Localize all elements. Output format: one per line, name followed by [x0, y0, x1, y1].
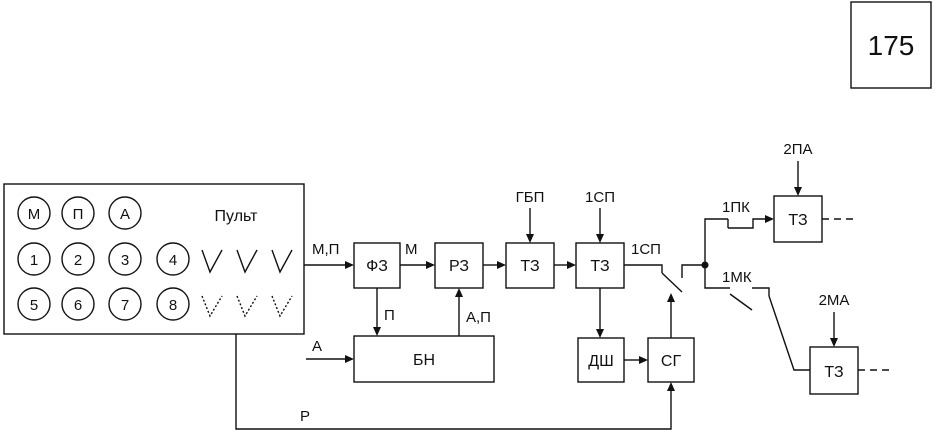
- label-gbp: ГБП: [516, 189, 545, 206]
- button-7: [108, 287, 142, 321]
- wire-r: [235, 334, 672, 430]
- block-tz1: [505, 242, 555, 289]
- arrow-head: [794, 187, 802, 196]
- mode-button-m-label: М: [28, 206, 41, 223]
- mode-button-a: [108, 196, 142, 230]
- button-6: [61, 287, 95, 321]
- arrow-head: [497, 261, 506, 269]
- label-console-out: М,П: [312, 241, 339, 258]
- switch-mark-dotted: [271, 295, 293, 318]
- contact-sp: [661, 272, 683, 293]
- label-pa: 2ПА: [783, 141, 812, 158]
- mode-button-p: [61, 196, 95, 230]
- block-rz: [434, 242, 484, 289]
- arrow-head: [426, 261, 435, 269]
- button-6-label: 6: [74, 297, 82, 314]
- block-bn: [353, 335, 495, 383]
- wire: [752, 287, 770, 296]
- button-1-label: 1: [30, 252, 38, 269]
- button-3-label: 3: [121, 252, 129, 269]
- label-sp-in: 1СП: [585, 189, 615, 206]
- arrow-head: [345, 355, 354, 363]
- arrow-head: [373, 327, 381, 336]
- switch-mark: [271, 249, 293, 274]
- block-tz-pk-label: ТЗ: [788, 212, 807, 229]
- label-fz-to-bn: П: [384, 307, 395, 324]
- button-4-label: 4: [169, 252, 177, 269]
- block-dsh: [577, 337, 625, 383]
- console-title: Пульт: [215, 208, 259, 225]
- label-a-in: А: [312, 338, 322, 355]
- mode-button-m: [17, 196, 51, 230]
- console-panel: [3, 183, 305, 335]
- block-tz-pk: [773, 195, 823, 243]
- switch-mark-dotted: [201, 295, 223, 318]
- wire: [768, 295, 810, 371]
- button-1: [17, 242, 51, 276]
- label-pk: 1ПК: [722, 199, 750, 216]
- arrow-head: [345, 261, 354, 269]
- arrow-head: [596, 234, 604, 243]
- wire: [624, 264, 663, 273]
- mode-button-a-label: А: [120, 206, 130, 223]
- arrow-head: [455, 288, 463, 297]
- wire: [704, 218, 728, 265]
- button-8-label: 8: [169, 297, 177, 314]
- wire: [728, 218, 766, 229]
- arrow-head: [830, 338, 838, 347]
- wire: [681, 264, 705, 278]
- mode-button-p-label: П: [73, 206, 84, 223]
- button-5-label: 5: [30, 297, 38, 314]
- button-8: [156, 287, 190, 321]
- switch-mark-dotted: [236, 295, 258, 318]
- arrow-head: [567, 261, 576, 269]
- switch-mark: [236, 249, 258, 274]
- arrow-head: [765, 215, 774, 223]
- block-bn-label: БН: [413, 352, 435, 369]
- label-ma: 2МА: [819, 292, 850, 309]
- label-fz-to-rz: М: [405, 241, 418, 258]
- arrow-head: [596, 329, 604, 338]
- wire: [704, 265, 730, 289]
- arrow-head: [667, 382, 675, 391]
- button-5: [17, 287, 51, 321]
- block-tz1-label: ТЗ: [520, 258, 539, 275]
- block-rz-label: РЗ: [449, 258, 469, 275]
- block-sg-label: СГ: [661, 353, 682, 370]
- contact-mk: [729, 293, 753, 311]
- label-mk: 1МК: [722, 269, 752, 286]
- label-r-line: Р: [300, 408, 310, 425]
- label-bn-to-rz: А,П: [466, 309, 491, 326]
- arrow-head: [526, 234, 534, 243]
- button-2: [61, 242, 95, 276]
- block-tz-mk-label: ТЗ: [824, 364, 843, 381]
- label-sp-out: 1СП: [631, 241, 661, 258]
- button-2-label: 2: [74, 252, 82, 269]
- block-tz-mk: [809, 346, 859, 395]
- arrow-head: [639, 356, 648, 364]
- page-number: 175: [868, 30, 915, 61]
- block-fz-label: ФЗ: [366, 258, 388, 275]
- button-7-label: 7: [121, 297, 129, 314]
- button-4: [156, 242, 190, 276]
- switch-mark: [201, 249, 223, 274]
- block-tz2-label: ТЗ: [590, 258, 609, 275]
- page-number-box: [850, 1, 932, 89]
- arrow-head: [667, 293, 675, 302]
- block-dsh-label: ДШ: [588, 353, 614, 370]
- block-fz: [353, 242, 401, 289]
- button-3: [108, 242, 142, 276]
